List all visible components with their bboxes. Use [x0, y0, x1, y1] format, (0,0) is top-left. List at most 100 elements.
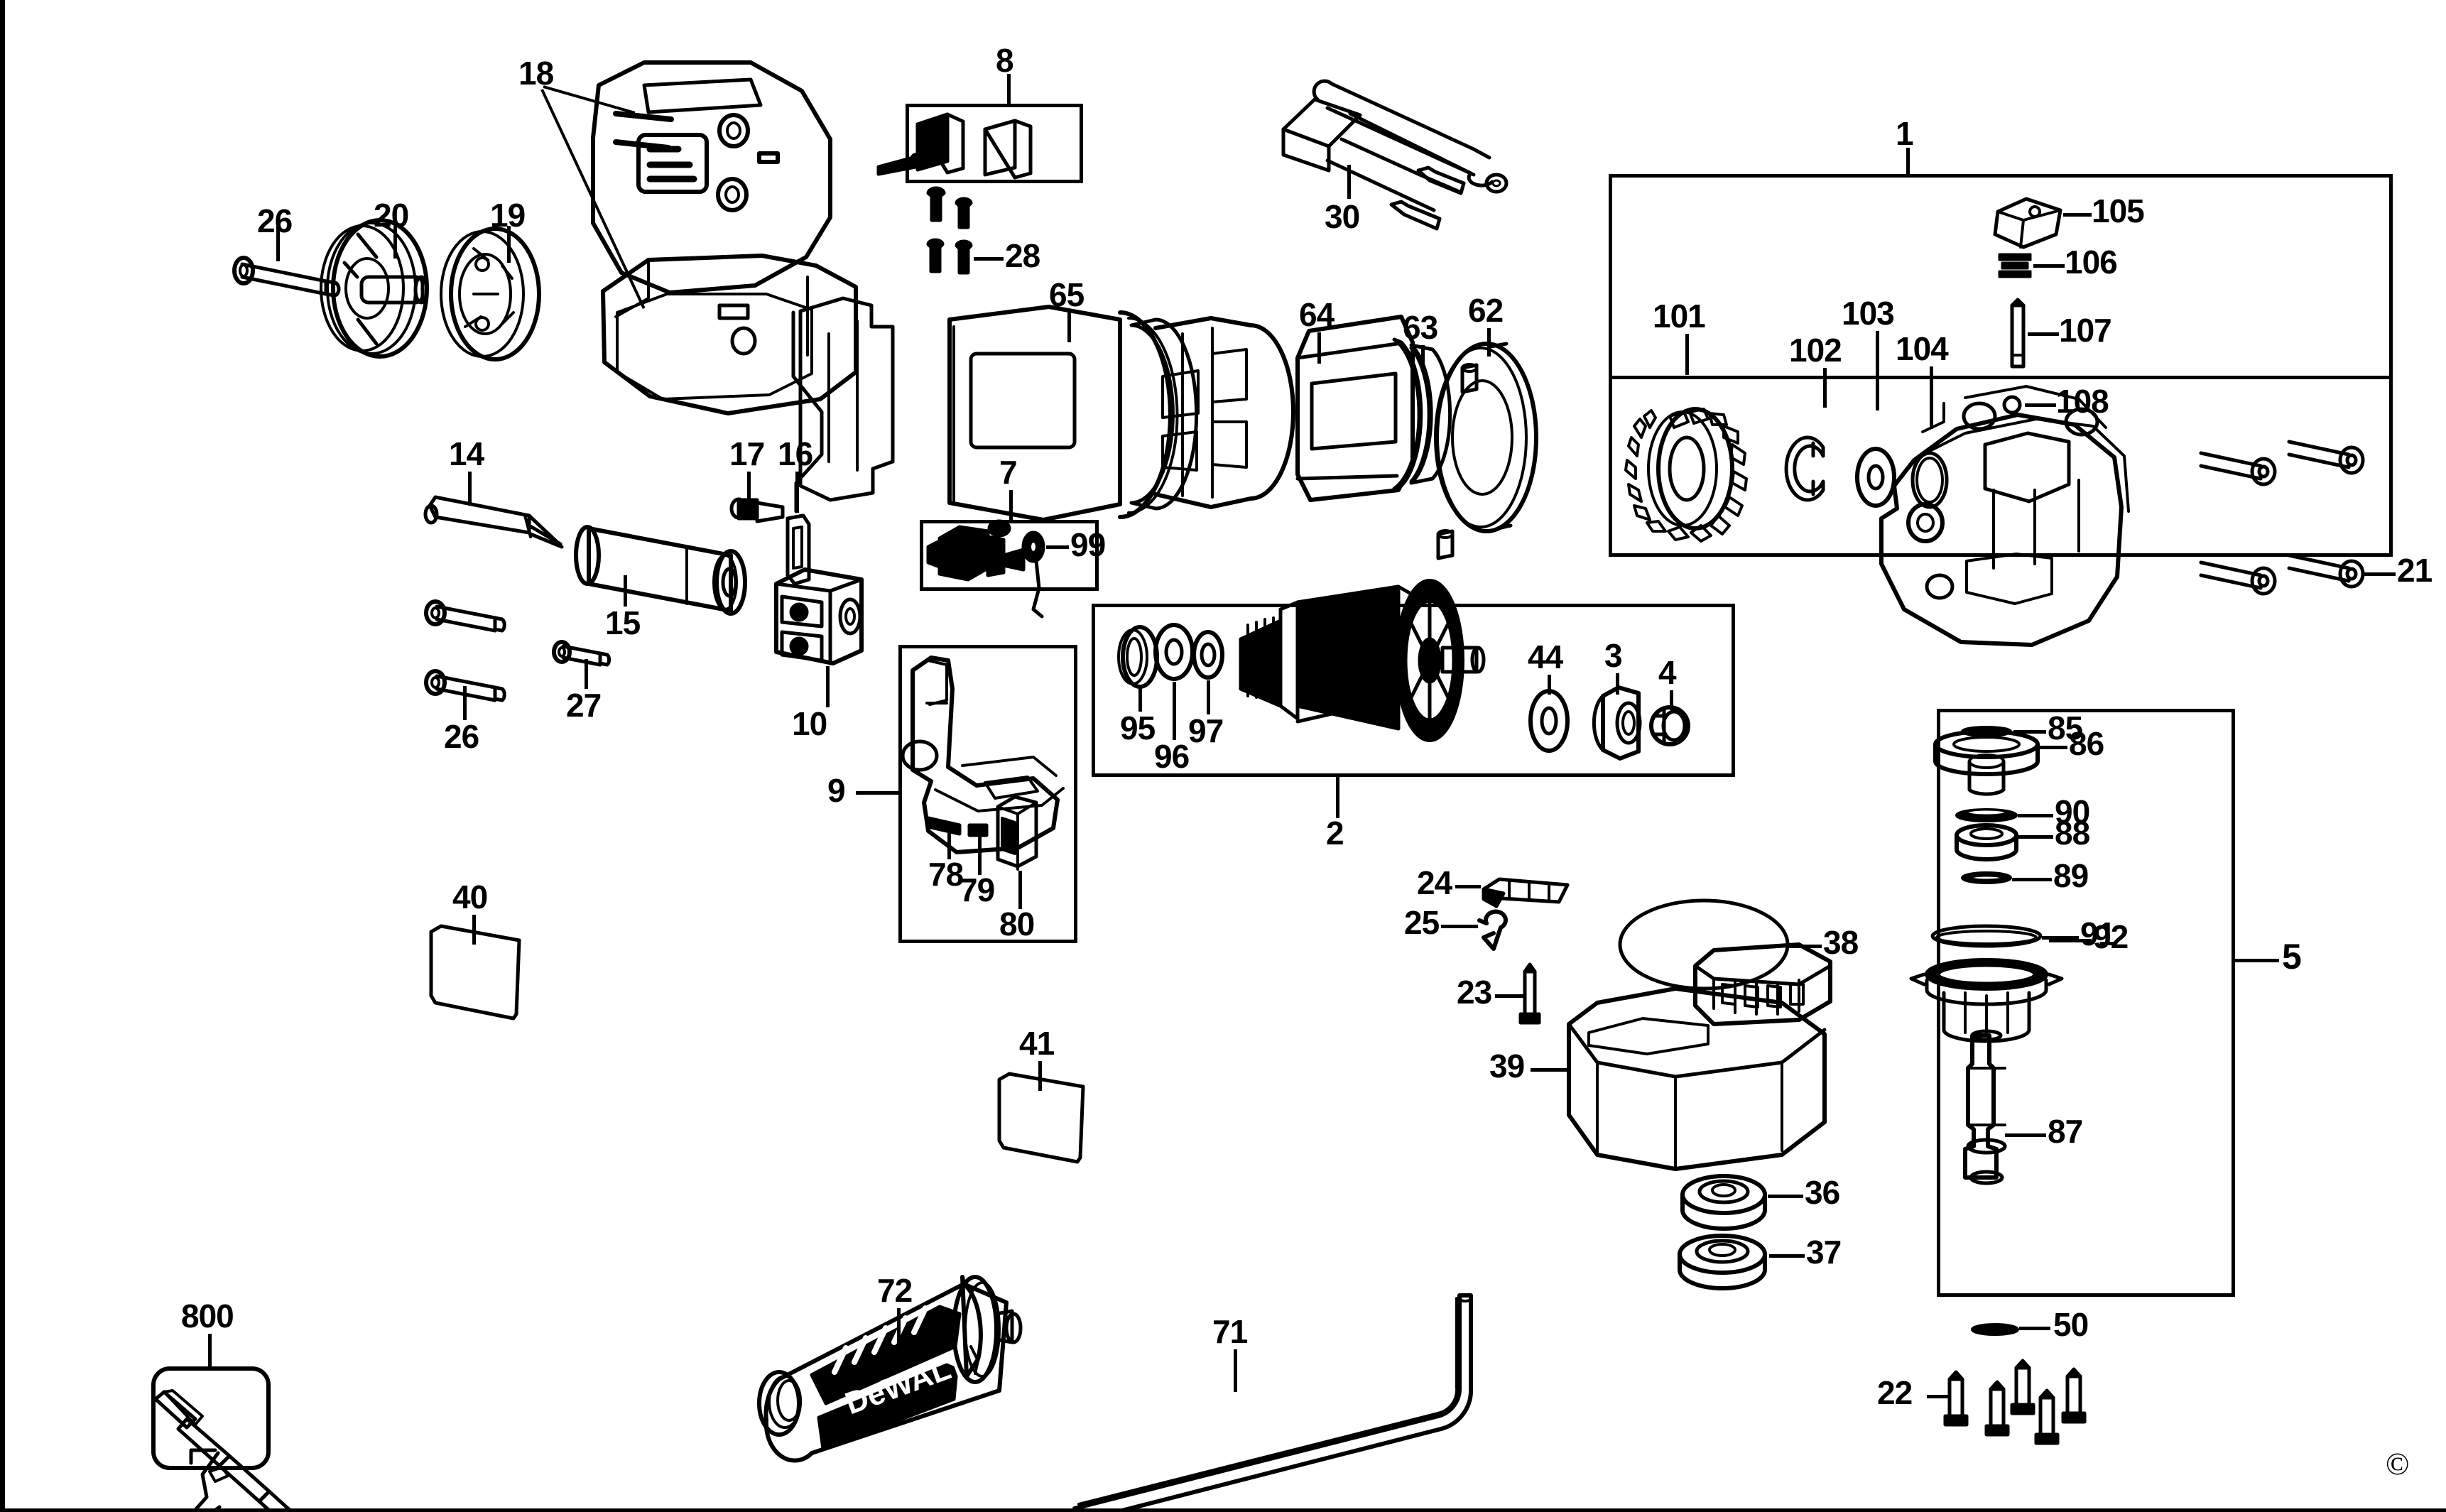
callout-101: 101 [1653, 298, 1706, 335]
callout-17: 17 [729, 435, 765, 472]
callout-26-top: 26 [257, 202, 293, 239]
leader-4 [1670, 690, 1673, 710]
leader-26a [276, 226, 280, 261]
leader-23 [1495, 994, 1523, 998]
leader-36 [1768, 1195, 1803, 1198]
callout-95: 95 [1120, 709, 1156, 746]
callout-20: 20 [374, 197, 409, 234]
leader-37 [1769, 1254, 1805, 1258]
leader-95 [1138, 687, 1142, 712]
callout-3: 3 [1604, 637, 1623, 674]
leader-101 [1685, 334, 1689, 375]
callout-8: 8 [996, 42, 1014, 79]
part-71-wrench [1072, 1293, 1474, 1508]
leader-89 [2012, 878, 2052, 881]
part-22-screws [1943, 1359, 2087, 1445]
callout-64: 64 [1299, 296, 1335, 333]
leader-28 [974, 257, 1004, 261]
callout-26-mid: 26 [444, 718, 479, 755]
leader-85 [2013, 730, 2046, 734]
leader-102 [1823, 368, 1827, 408]
leader-3 [1616, 673, 1619, 695]
leader-800 [208, 1334, 212, 1368]
leader-1 [1906, 148, 1910, 176]
callout-14: 14 [449, 435, 484, 472]
callout-7: 7 [999, 454, 1018, 491]
callout-1: 1 [1896, 115, 1914, 152]
leader-18b [540, 89, 646, 309]
part-17-screw [729, 497, 785, 523]
leader-18a [543, 85, 636, 114]
callout-800: 800 [181, 1298, 234, 1334]
leader-10 [826, 666, 830, 707]
leader-80 [1018, 871, 1022, 909]
part-65-motor-housing [791, 296, 1295, 522]
callout-22: 22 [1877, 1374, 1913, 1411]
callout-25: 25 [1404, 904, 1440, 941]
leader-107 [2028, 332, 2059, 336]
callout-19: 19 [490, 197, 526, 234]
callout-38: 38 [1823, 924, 1859, 961]
part-19-baffle [440, 227, 541, 361]
part-16-key [786, 513, 811, 586]
part-14-cable [423, 495, 564, 549]
leader-79 [978, 835, 982, 875]
part-37-flange [1678, 1234, 1767, 1290]
leader-105 [2063, 213, 2092, 217]
group-box-1b [1609, 174, 2393, 557]
part-18-housing-lower [601, 254, 858, 415]
callout-36: 36 [1805, 1174, 1840, 1211]
part-23-screw [1518, 962, 1541, 1025]
part-10-switch-block [774, 567, 864, 665]
callout-15: 15 [605, 604, 641, 641]
leader-99 [1046, 545, 1069, 549]
callout-102: 102 [1789, 332, 1842, 369]
leader-39 [1531, 1068, 1569, 1072]
callout-79: 79 [960, 871, 995, 908]
part-36-flange [1680, 1174, 1767, 1231]
callout-71: 71 [1212, 1313, 1248, 1350]
callout-21: 21 [2397, 552, 2433, 589]
part-26-screw-mid [424, 599, 506, 633]
callout-96: 96 [1154, 738, 1190, 775]
leader-38 [1786, 945, 1822, 948]
callout-24: 24 [1417, 864, 1452, 901]
callout-108: 108 [2056, 383, 2109, 420]
part-18-housing-upper [591, 60, 832, 295]
group-box-5 [1937, 709, 2235, 1297]
callout-2: 2 [1326, 815, 1344, 852]
leader-63 [1421, 345, 1425, 371]
leader-25 [1441, 925, 1478, 928]
leader-87 [2005, 1133, 2046, 1137]
group-box-7 [920, 520, 1099, 591]
leader-108 [2025, 403, 2056, 407]
callout-50: 50 [2053, 1306, 2089, 1343]
callout-85: 85 [2048, 709, 2083, 746]
leader-44 [1548, 675, 1551, 695]
leader-106 [2033, 264, 2065, 268]
leader-15 [624, 575, 627, 607]
part-63-bush [1436, 363, 1479, 560]
callout-104: 104 [1896, 330, 1949, 367]
leader-7 [1009, 490, 1013, 521]
callout-40: 40 [452, 879, 488, 915]
group-box-8 [906, 104, 1083, 183]
callout-80: 80 [999, 905, 1035, 942]
leader-27 [585, 659, 588, 689]
callout-4: 4 [1658, 654, 1677, 691]
callout-16: 16 [778, 435, 813, 472]
part-26-screw-top [232, 256, 341, 298]
leader-2 [1336, 777, 1339, 818]
callout-44: 44 [1528, 638, 1563, 675]
leader-62 [1487, 328, 1491, 357]
leader-97 [1207, 680, 1210, 714]
callout-41: 41 [1019, 1025, 1055, 1062]
leader-92 [2049, 939, 2092, 942]
callout-78: 78 [928, 856, 964, 893]
svg-text:DeWALT: DeWALT [841, 1346, 972, 1422]
callout-92: 92 [2093, 918, 2129, 955]
callout-62: 62 [1468, 292, 1504, 329]
leader-5 [2235, 959, 2279, 962]
part-62-endcap [1434, 342, 1538, 533]
